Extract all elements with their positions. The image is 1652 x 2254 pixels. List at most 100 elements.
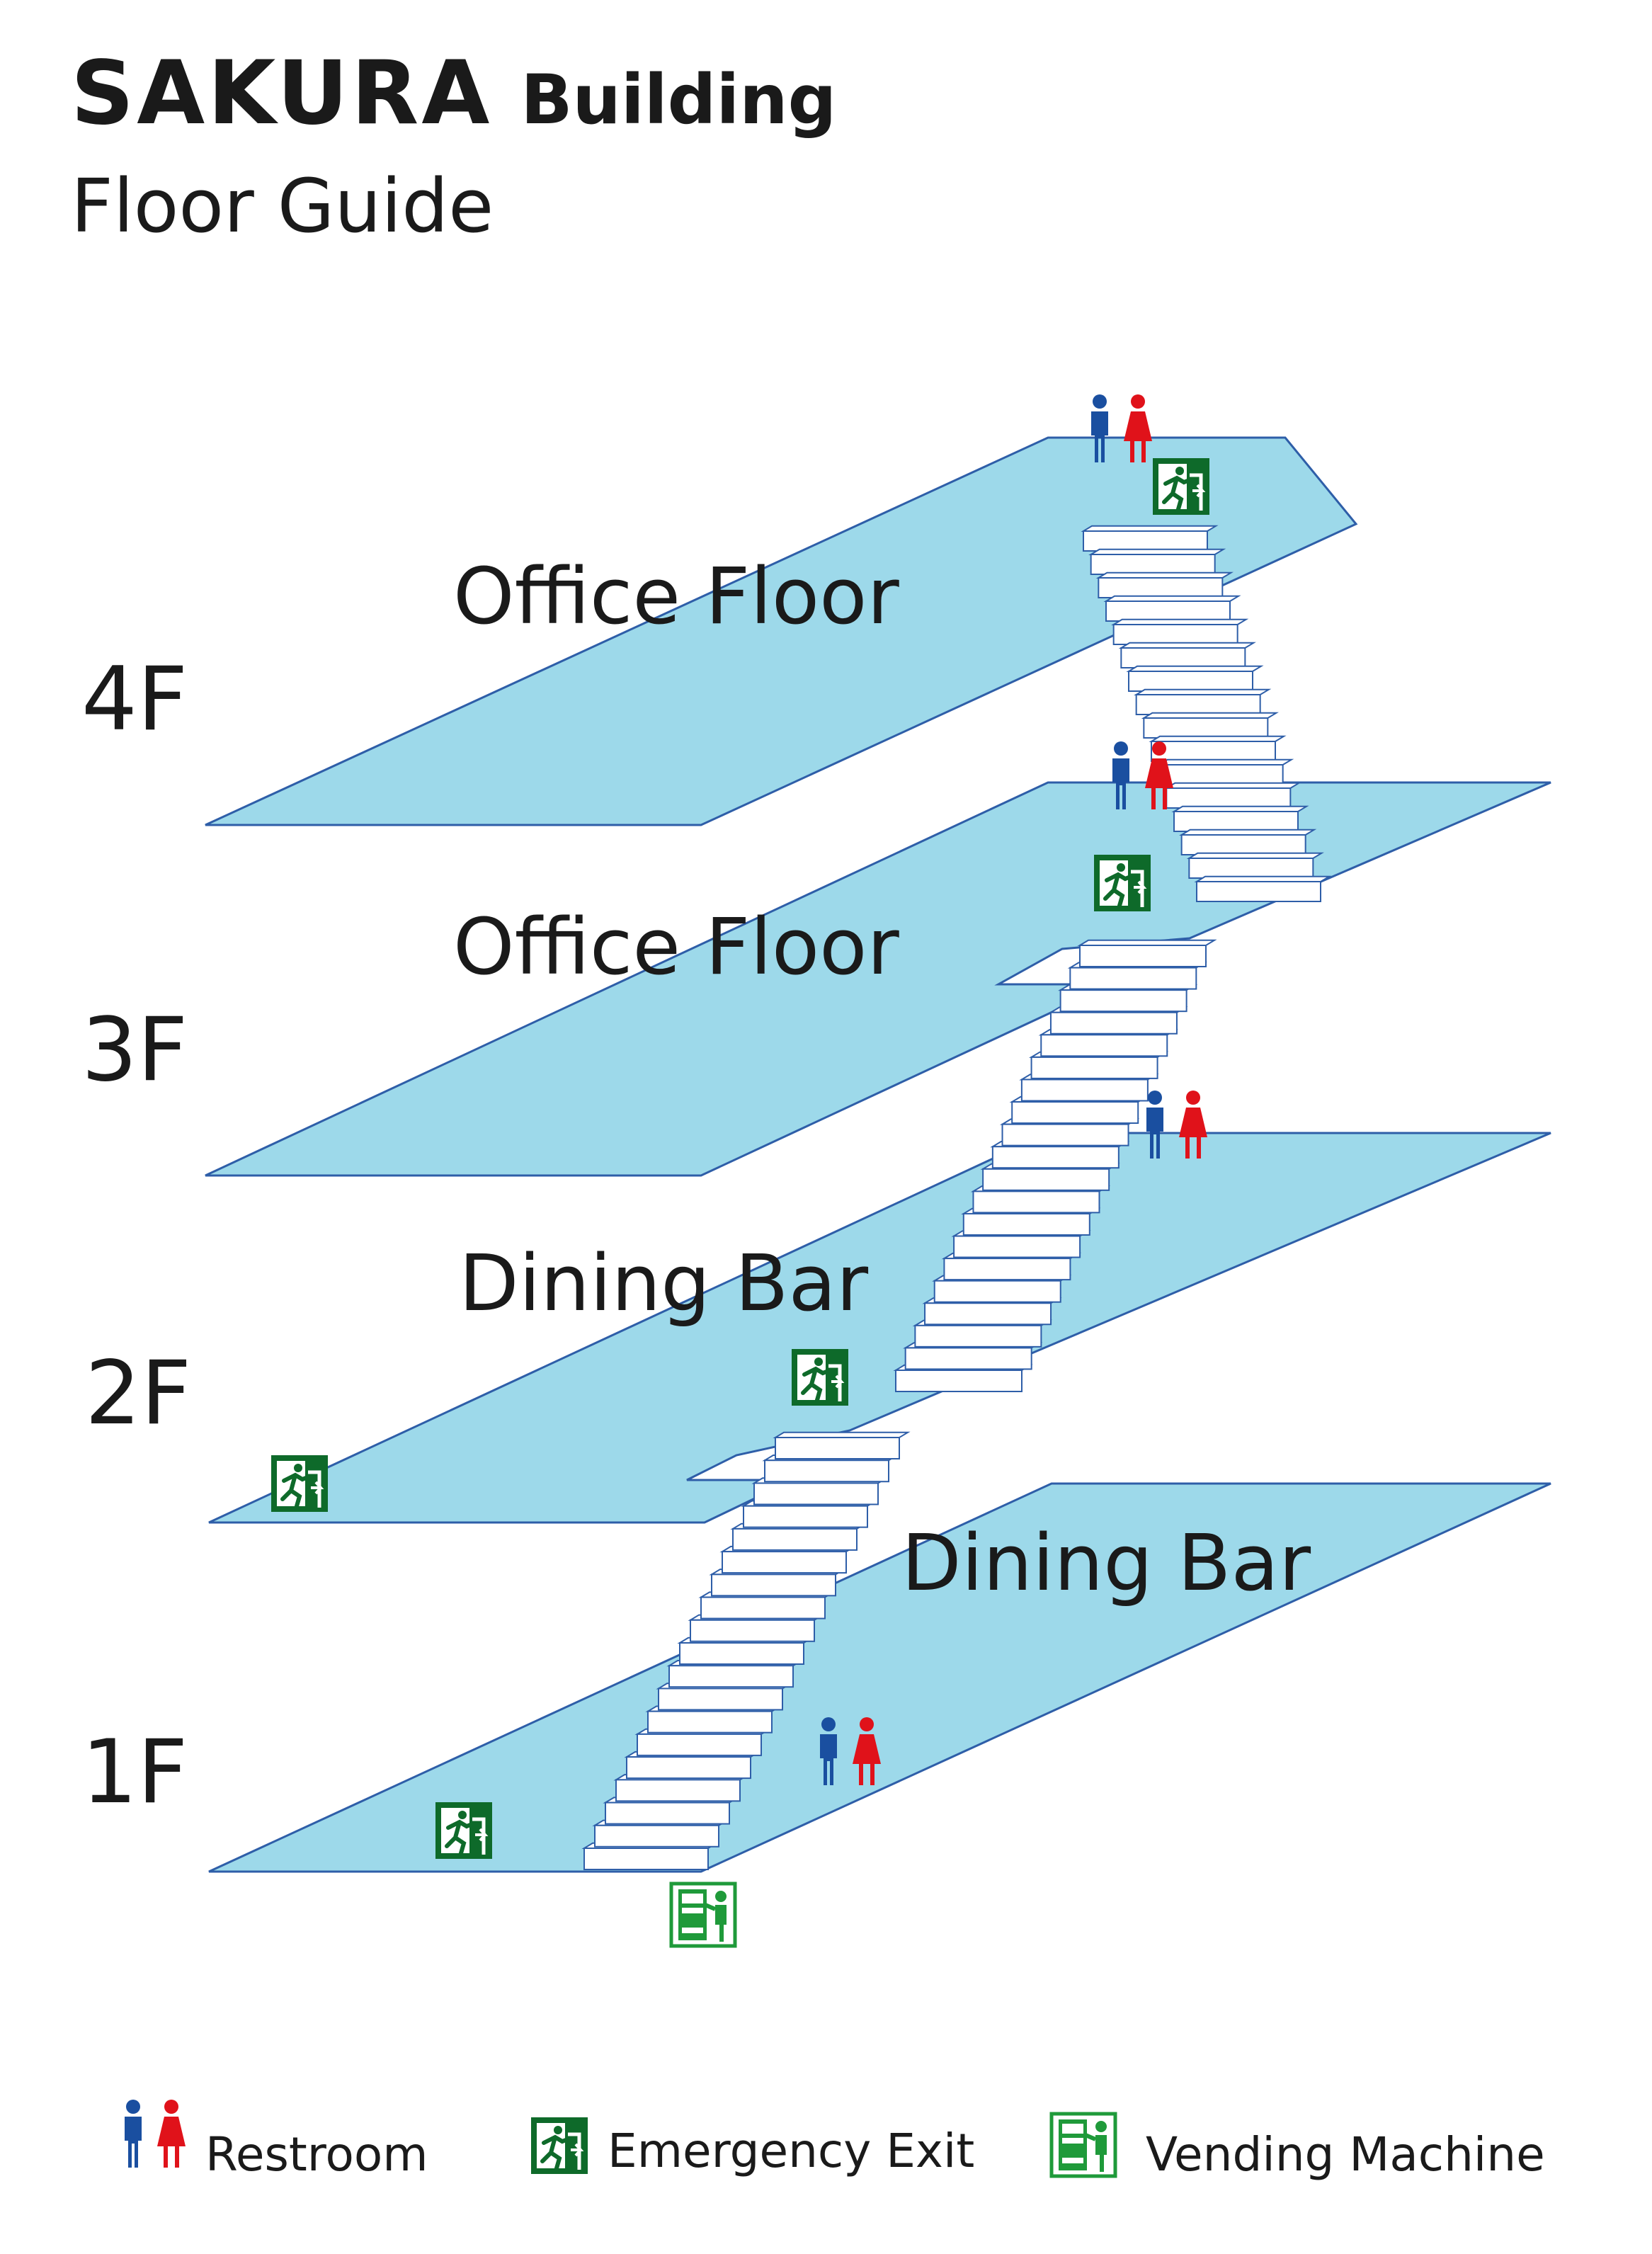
legend-exit-label: Emergency Exit (608, 2124, 974, 2178)
stairs-2f-3f-step-riser (943, 1258, 1071, 1281)
stairs-1f-2f-step-riser (594, 1824, 719, 1848)
stairs-2f-3f-step-riser (1030, 1056, 1158, 1079)
floor-name-1f: Dining Bar (901, 1518, 1311, 1608)
stairs-2f-3f-step-riser (924, 1302, 1052, 1326)
floor-plate-4f (205, 436, 1358, 826)
stairs-3f-4f-step-tread (1171, 805, 1309, 812)
stairs-1f-2f-step-riser (615, 1779, 741, 1802)
stairs-2f-3f-step-riser (904, 1347, 1032, 1370)
stairs-2f-3f-step-riser (1001, 1123, 1129, 1146)
floor-name-3f: Office Floor (453, 901, 899, 992)
stairs-2f-3f-step-riser (1079, 945, 1207, 967)
stairs-2f-3f-step-riser (982, 1168, 1110, 1191)
stairs-1f-2f-step-tread (773, 1431, 911, 1438)
legend: Restroom Emergency Exit Vending Machine (125, 2100, 1545, 2182)
stairs-3f-4f-step-riser (1173, 811, 1299, 832)
stairs-1f-2f-step-riser (722, 1551, 847, 1574)
stairs-2f-3f-step-riser (1040, 1034, 1168, 1057)
stairs-2f-3f-step-riser (1069, 967, 1197, 990)
stairs-2f-3f-step-riser (972, 1190, 1100, 1214)
vending-machine-icon-1f (671, 1884, 735, 1946)
stairs-3f-4f-step-tread (1081, 525, 1219, 532)
stairs-3f-4f-step-riser (1120, 647, 1246, 668)
stairs-2f-3f-step-riser (914, 1324, 1042, 1348)
exit-icon-4f (1153, 458, 1209, 515)
legend-exit-icon (531, 2117, 588, 2174)
stairs-1f-2f-step-riser (690, 1619, 815, 1642)
stairs-2f-3f-step-riser (1059, 989, 1187, 1013)
stairs-3f-4f-step-riser (1151, 741, 1276, 762)
floor-number-2f: 2F (85, 1343, 191, 1445)
legend-vending-icon (1052, 2114, 1115, 2176)
stairs-3f-4f-step-tread (1141, 712, 1279, 719)
exit-icon-2f-left (271, 1455, 328, 1512)
stairs-1f-2f-step-riser (626, 1756, 751, 1780)
stairs-1f-2f-step-riser (743, 1505, 868, 1528)
floor-name-4f: Office Floor (453, 551, 899, 642)
floor-plate-1f (208, 1482, 1551, 1873)
stairs-2f-3f-step-tread (1077, 939, 1217, 946)
stairs-3f-4f-step-tread (1194, 875, 1332, 882)
stairs-1f-2f-step-riser (647, 1710, 773, 1734)
stairs-3f-4f-step-riser (1143, 717, 1269, 739)
stairs-3f-4f-step-riser (1105, 601, 1231, 622)
building-word: Building (520, 60, 837, 140)
stairs-3f-4f-step-riser (1166, 787, 1292, 809)
stairs-1f-2f-step-riser (605, 1802, 730, 1825)
stairs-1f-2f-step-riser (764, 1459, 889, 1483)
stairs-3f-4f-step-riser (1112, 624, 1238, 645)
stairs-1f-2f-step-riser (775, 1437, 900, 1459)
stairs-3f-4f-step-riser (1188, 858, 1314, 879)
legend-restroom-icon (125, 2100, 186, 2168)
page-subtitle: Floor Guide (71, 163, 494, 249)
building-name: SAKURA (71, 42, 493, 144)
stairs-2f-3f-step-riser (1049, 1011, 1178, 1035)
stairs-1f-2f-step-riser (637, 1733, 762, 1756)
stairs-2f-3f-step-riser (1020, 1078, 1149, 1102)
exit-icon-2f-right (792, 1349, 848, 1406)
floor-number-3f: 3F (81, 999, 188, 1101)
stairs-3f-4f-step-tread (1156, 758, 1294, 765)
header: SAKURA Building (71, 42, 836, 144)
legend-restroom-label: Restroom (205, 2127, 428, 2182)
stairs-3f-4f-step-riser (1180, 834, 1306, 855)
stairs-1f-2f-step-riser (668, 1665, 794, 1688)
stairs-3f-4f-step-tread (1111, 618, 1249, 625)
stairs-2f-3f-step-riser (933, 1280, 1061, 1303)
stairs-3f-4f-step-tread (1163, 782, 1301, 789)
stairs-3f-4f-step-riser (1158, 764, 1284, 785)
stairs-3f-4f-step-riser (1135, 694, 1261, 715)
exit-icon-3f (1094, 855, 1151, 911)
floor-name-2f: Dining Bar (459, 1238, 869, 1328)
staircase (581, 525, 1332, 1870)
stairs-1f-2f-step-riser (711, 1573, 836, 1597)
stairs-2f-3f-step-riser (1011, 1101, 1139, 1125)
stairs-3f-4f-step-tread (1149, 735, 1287, 742)
stairs-1f-2f-step-riser (753, 1482, 879, 1505)
stairs-2f-3f-step-riser (962, 1212, 1090, 1236)
stairs-3f-4f-step-tread (1134, 688, 1272, 695)
stairs-3f-4f-step-tread (1186, 852, 1324, 859)
stairs-3f-4f-step-tread (1126, 665, 1264, 672)
legend-vending-label: Vending Machine (1146, 2127, 1545, 2182)
stairs-3f-4f-step-tread (1179, 829, 1317, 836)
stairs-3f-4f-step-tread (1095, 571, 1234, 579)
stairs-1f-2f-step-riser (583, 1848, 709, 1870)
stairs-2f-3f-step-riser (953, 1235, 1081, 1258)
stairs-2f-3f-step-riser (895, 1370, 1022, 1392)
floor-plate-2f (208, 1132, 1551, 1524)
stairs-1f-2f-step-riser (658, 1687, 783, 1711)
floor-number-4f: 4F (81, 649, 188, 751)
stairs-3f-4f-step-riser (1083, 530, 1208, 552)
exit-icon-1f (435, 1802, 492, 1859)
stairs-3f-4f-step-riser (1090, 554, 1216, 575)
stairs-1f-2f-step-riser (700, 1596, 826, 1620)
stairs-1f-2f-step-riser (679, 1642, 804, 1665)
floor-number-1f: 1F (81, 1721, 188, 1823)
stairs-3f-4f-step-tread (1118, 642, 1256, 649)
stairs-3f-4f-step-tread (1088, 548, 1226, 555)
stairs-1f-2f-step-riser (732, 1527, 858, 1551)
stairs-3f-4f-step-tread (1103, 595, 1241, 602)
stairs-3f-4f-step-riser (1098, 577, 1224, 598)
